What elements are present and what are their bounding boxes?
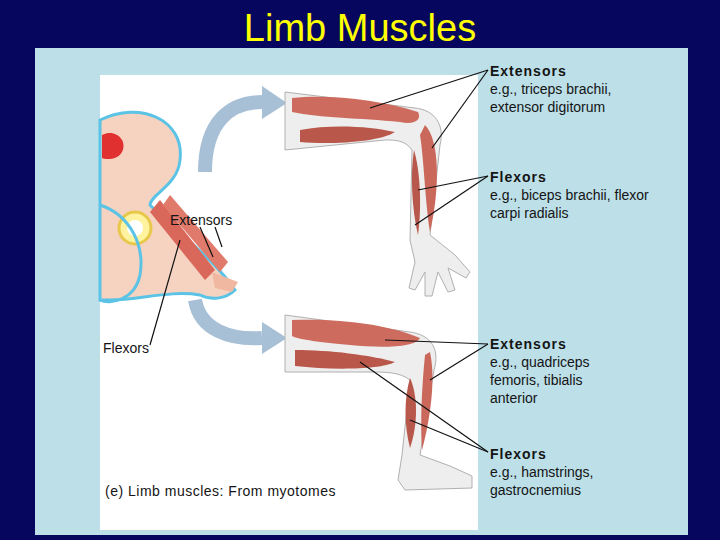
leader-line xyxy=(370,70,488,108)
leg-illustration xyxy=(421,352,432,450)
leader-line xyxy=(150,70,488,452)
leader-line xyxy=(410,420,488,452)
leg-illustration xyxy=(285,315,472,490)
slide-title: Limb Muscles xyxy=(0,6,720,50)
arm-illustration xyxy=(292,97,419,123)
example-muscles: e.g., triceps brachii, extensor digitoru… xyxy=(490,80,660,116)
part-label: Extensors xyxy=(170,211,280,229)
development-arrow xyxy=(205,102,262,172)
embryo xyxy=(102,133,124,159)
content-panel xyxy=(35,48,688,535)
development-arrow xyxy=(262,322,287,354)
group-heading: Extensors xyxy=(490,335,690,353)
group-heading: Flexors xyxy=(490,445,690,463)
example-muscles: e.g., biceps brachii, flexor carpi radia… xyxy=(490,186,665,222)
leader-line xyxy=(415,176,488,225)
leader-line xyxy=(360,362,488,452)
part-label: Flexors xyxy=(103,339,203,357)
figure-caption: (e) Limb muscles: From myotomes xyxy=(105,482,405,500)
development-arrow xyxy=(195,300,262,338)
figure-area xyxy=(100,75,478,530)
development-arrow xyxy=(262,86,287,119)
embryo xyxy=(100,112,238,302)
leader-line xyxy=(150,240,180,345)
leg-illustration xyxy=(285,315,472,490)
example-muscles: e.g., quadriceps femoris, tibialis anter… xyxy=(490,353,615,407)
leg-illustration xyxy=(406,378,417,448)
example-muscles: e.g., hamstrings, gastrocnemius xyxy=(490,463,620,499)
leader-line xyxy=(432,70,488,148)
leader-line xyxy=(200,227,213,257)
leg-illustration xyxy=(295,350,395,369)
leader-line xyxy=(215,227,222,247)
group-heading: Flexors xyxy=(490,168,690,186)
group-heading: Extensors xyxy=(490,62,690,80)
arm-illustration xyxy=(300,126,395,143)
embryo xyxy=(163,195,228,272)
leader-line xyxy=(430,344,488,380)
embryo xyxy=(212,272,238,292)
leader-line xyxy=(385,340,488,344)
embryo xyxy=(100,205,141,302)
leg-illustration xyxy=(292,320,420,347)
arm-illustration xyxy=(285,92,470,296)
arm-illustration xyxy=(285,92,470,296)
